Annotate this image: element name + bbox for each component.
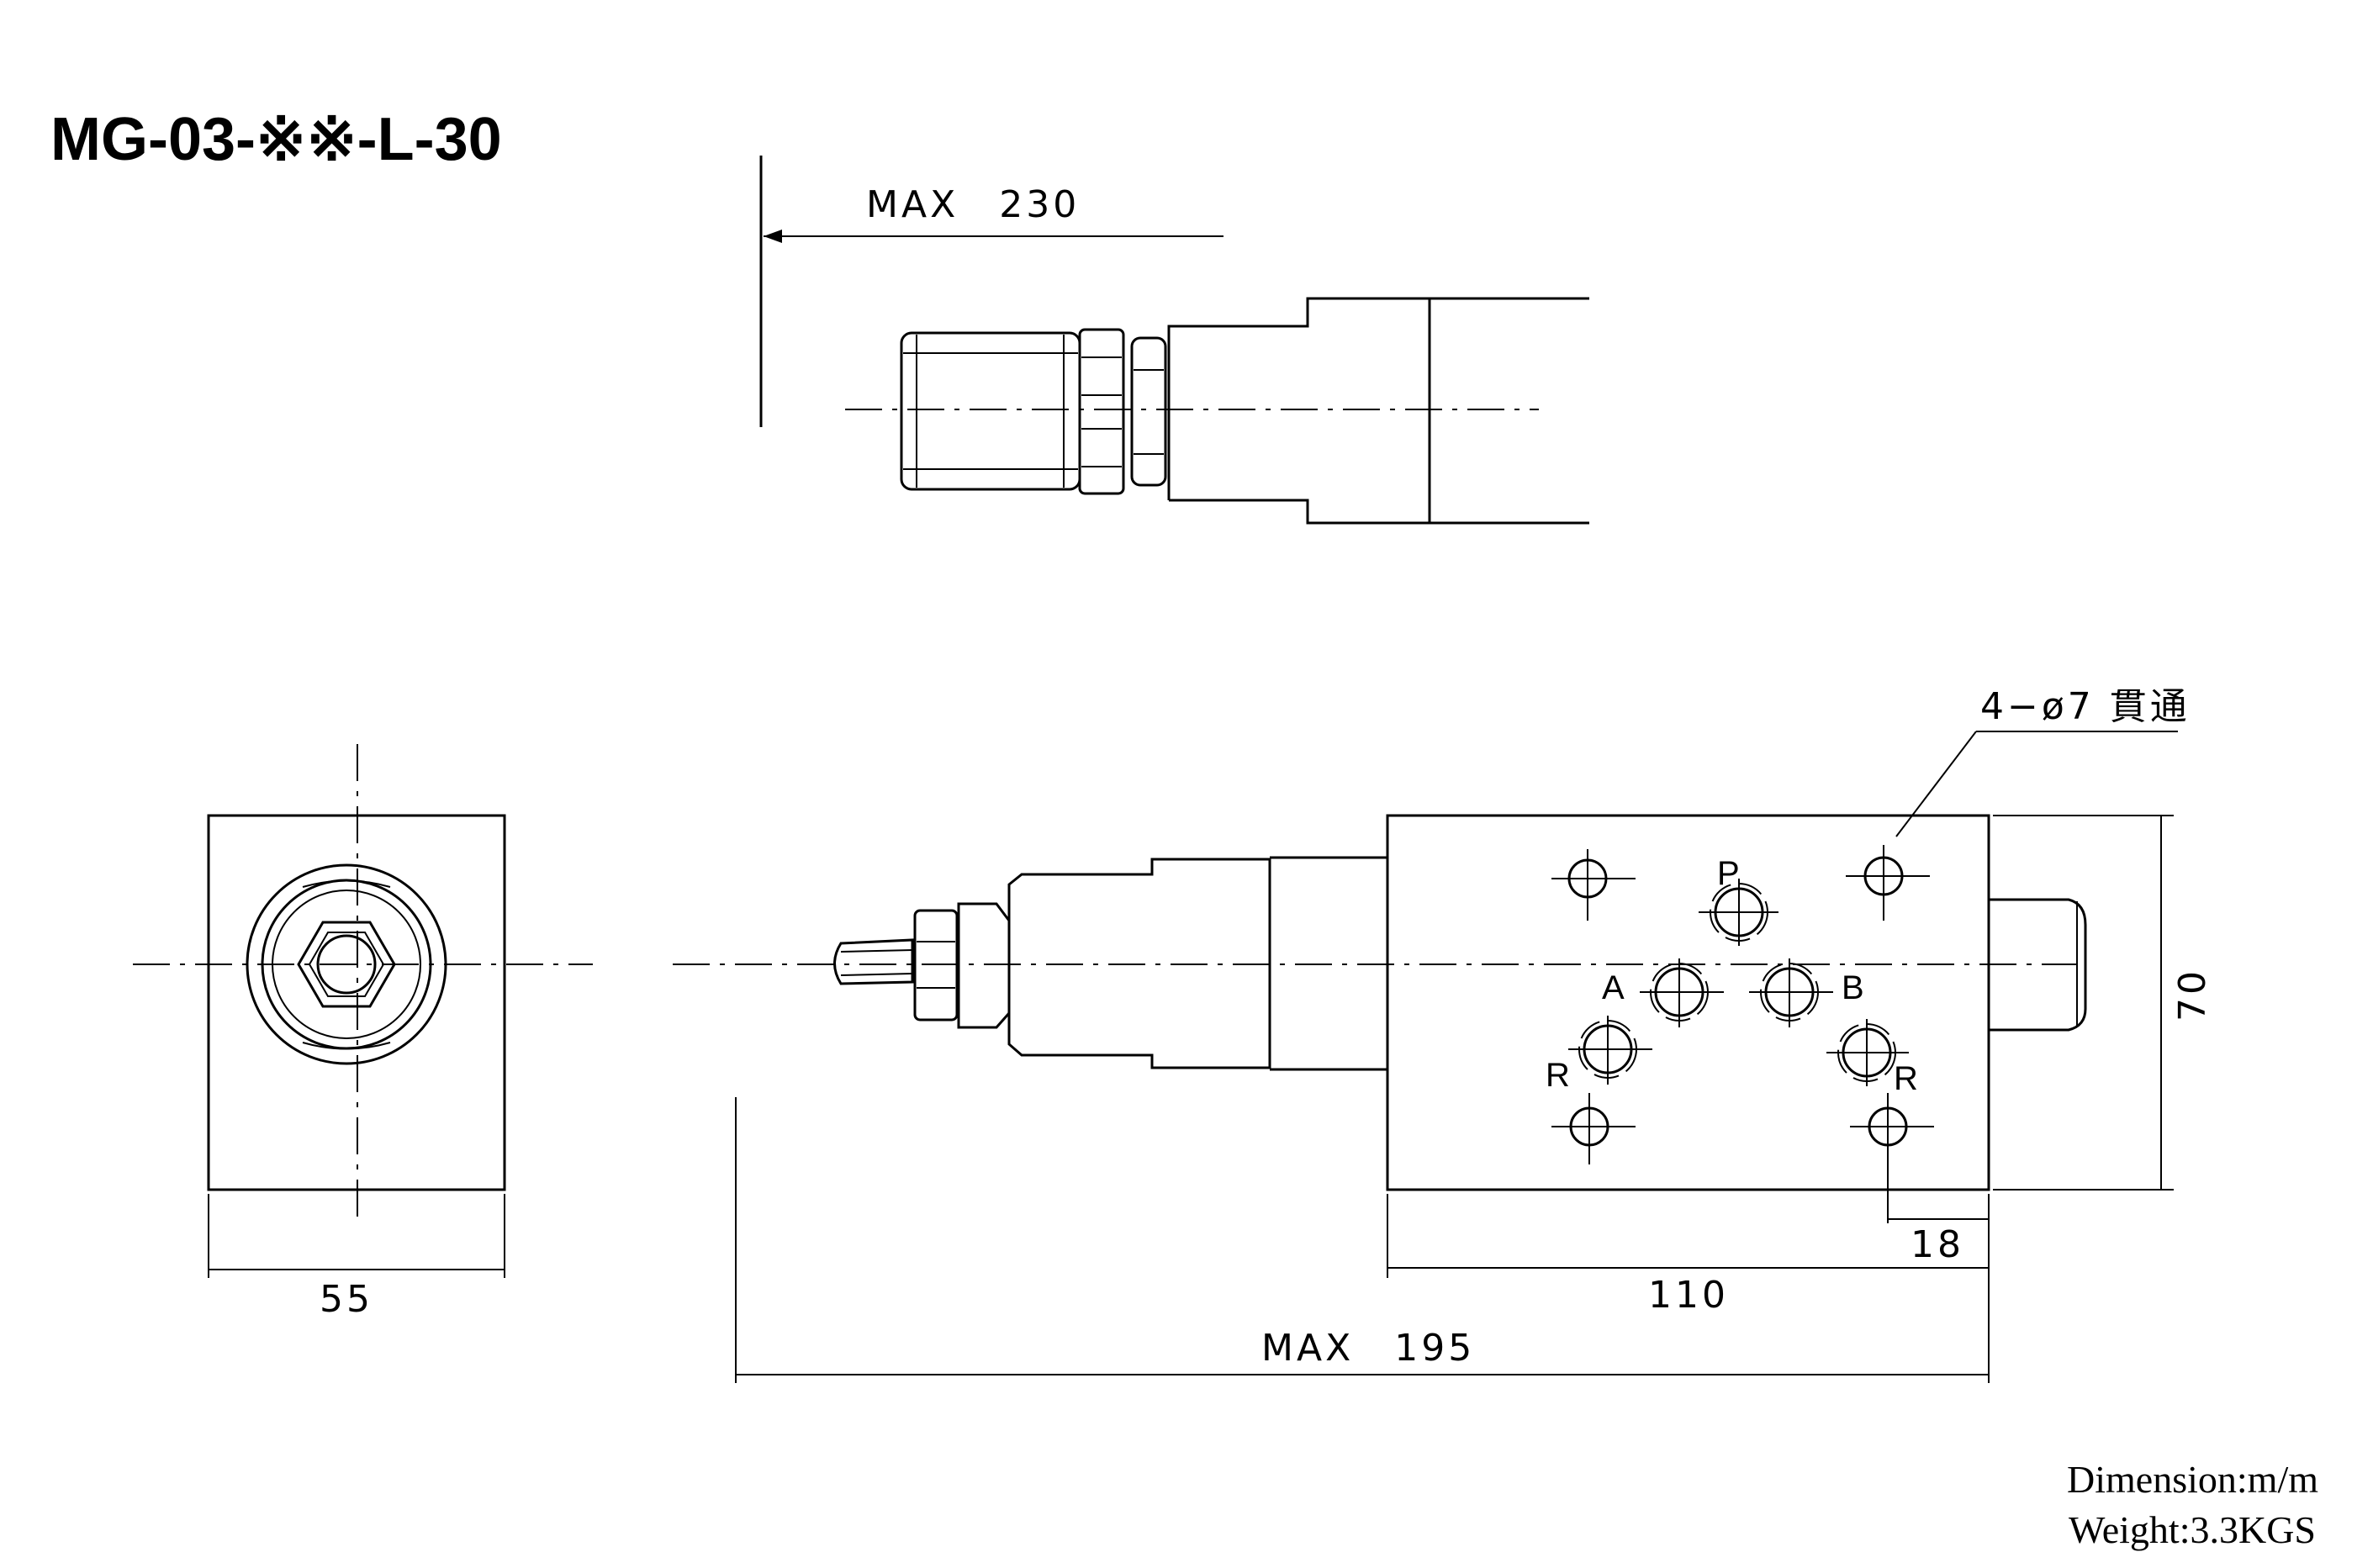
top-view: MAX 230 (759, 156, 1589, 525)
adjust-stem (833, 938, 914, 985)
max-230-label: MAX 230 (866, 183, 1080, 226)
dimension-note: Dimension:m/m (2067, 1458, 2318, 1501)
adjust-knob (900, 331, 1081, 491)
mounting-holes (1551, 845, 1934, 1223)
port-r-right-label: R (1894, 1060, 1918, 1097)
height-70-label: 70 (2171, 968, 2214, 1022)
length-110-label: 110 (1648, 1274, 1729, 1317)
max-195-label: MAX 195 (1261, 1327, 1475, 1370)
offset-18-label: 18 (1911, 1223, 1964, 1266)
width-55-label: 55 (320, 1278, 373, 1321)
holes-note: 4−ø7 貫通 (1980, 685, 2191, 728)
side-view: P A B R R 4−ø7 貫通 (673, 685, 2214, 1383)
ports: P A B R R (1546, 855, 1918, 1097)
model-title: MG-03-※※-L-30 (50, 106, 502, 173)
port-r-left-label: R (1546, 1057, 1570, 1094)
weight-note: Weight:3.3KGS (2069, 1508, 2316, 1551)
valve-block (1386, 814, 1990, 1191)
end-view: 55 (133, 744, 593, 1321)
port-p-label: P (1717, 855, 1740, 892)
port-b-label: B (1842, 969, 1864, 1006)
port-a-label: A (1602, 969, 1625, 1006)
